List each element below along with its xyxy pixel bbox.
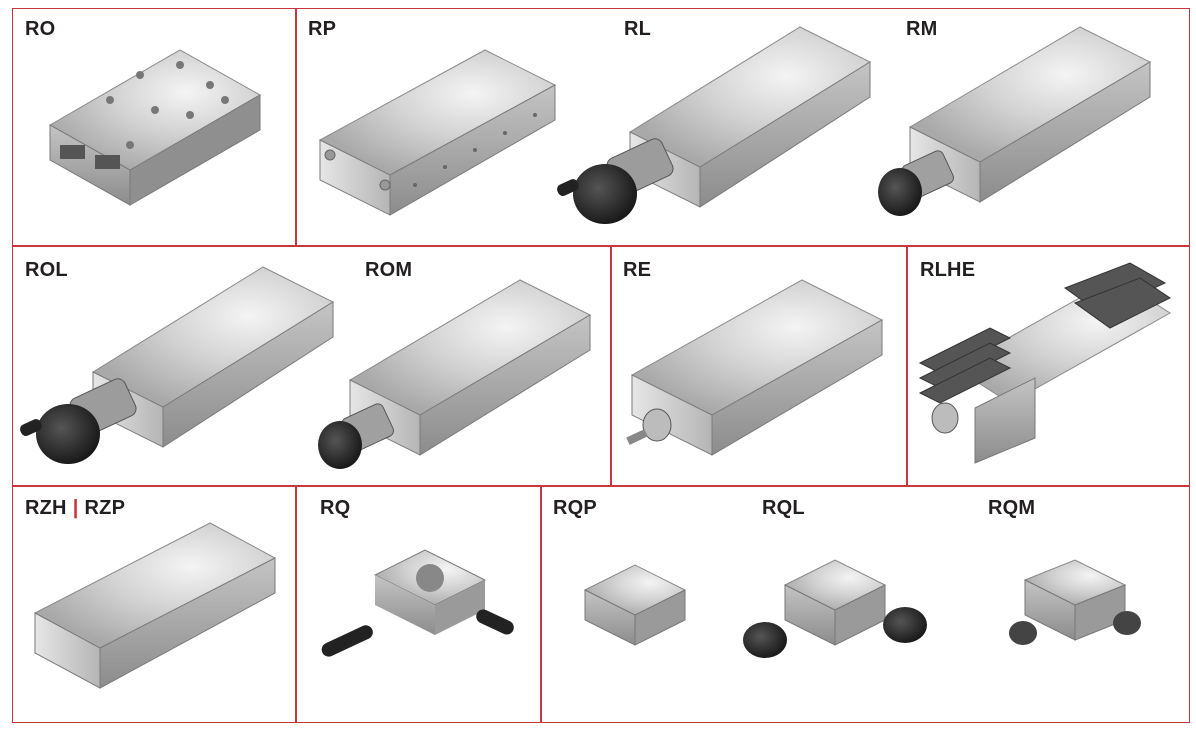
label-re: RE xyxy=(623,259,652,281)
label-separator: | xyxy=(72,497,79,519)
label-rlhe: RLHE xyxy=(920,259,976,281)
col-divider-r3b xyxy=(540,486,542,723)
label-rzp: RZP xyxy=(84,497,126,519)
rp-stage-image xyxy=(318,49,557,216)
label-ro: RO xyxy=(25,18,56,40)
label-rqp: RQP xyxy=(553,497,597,519)
label-rzh: RZH xyxy=(25,497,67,519)
label-rq: RQ xyxy=(320,497,351,519)
rzh-rzp-stage-image xyxy=(33,522,277,689)
label-rp: RP xyxy=(308,18,337,40)
label-rl: RL xyxy=(624,18,652,40)
label-rql: RQL xyxy=(762,497,805,519)
label-rm: RM xyxy=(906,18,938,40)
row-divider-2 xyxy=(12,485,1190,487)
row-divider-1 xyxy=(12,245,1190,247)
label-rqm: RQM xyxy=(988,497,1036,519)
col-divider-r2b xyxy=(906,246,908,486)
rom-stage-image xyxy=(318,279,592,469)
label-rom: ROM xyxy=(365,259,413,281)
rl-stage-image xyxy=(557,26,872,224)
label-rzh-rzp: RZH|RZP xyxy=(25,497,125,520)
rlhe-stage-image xyxy=(918,262,1171,464)
col-divider-r1 xyxy=(295,8,297,246)
col-divider-r2a xyxy=(610,246,612,486)
rm-stage-image xyxy=(878,26,1152,216)
re-stage-image xyxy=(626,279,884,456)
rqp-stage-image xyxy=(583,564,687,646)
label-rol: ROL xyxy=(25,259,68,281)
product-grid xyxy=(12,8,1190,723)
rqm-stage-image xyxy=(1009,559,1141,645)
rql-stage-image xyxy=(743,559,927,658)
ro-stage-image xyxy=(48,49,262,206)
rq-stage-image xyxy=(321,549,514,657)
col-divider-r3a xyxy=(295,486,297,723)
rol-stage-image xyxy=(20,266,335,464)
